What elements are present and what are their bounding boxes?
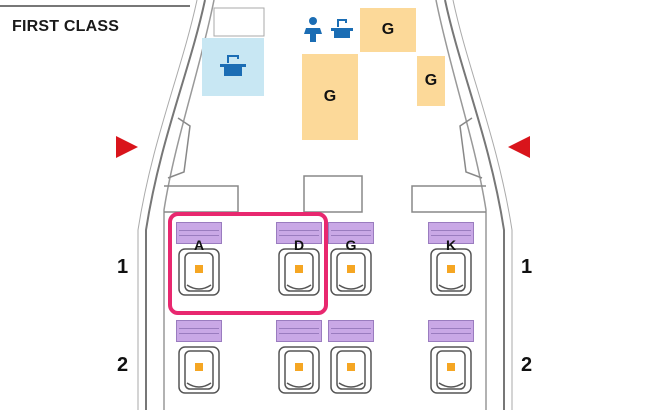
row-label-right: 1 <box>521 256 533 278</box>
exit-arrow-left-icon <box>116 136 138 158</box>
seat-selection-highlight <box>168 212 328 315</box>
seat-2a[interactable] <box>176 320 222 410</box>
seat-icon <box>178 346 220 394</box>
exit-arrow-right-icon <box>508 136 530 158</box>
sink-icon <box>220 55 246 76</box>
seat-icon <box>278 346 320 394</box>
seat-letter: K <box>445 237 457 253</box>
seat-tray <box>176 320 222 342</box>
seat-letter: A <box>193 237 205 253</box>
seat-2k[interactable] <box>428 320 474 410</box>
seat-icon <box>278 248 320 296</box>
seat-icon <box>430 346 472 394</box>
galley-top: G <box>360 8 416 52</box>
seat-icon <box>330 248 372 296</box>
seat-1g[interactable]: G <box>328 222 374 304</box>
seat-tray <box>428 320 474 342</box>
seat-tray <box>328 222 374 244</box>
galley-center: G <box>302 54 358 140</box>
seat-1a[interactable]: A <box>176 222 222 304</box>
row-label-left: 2 <box>117 354 129 376</box>
seat-tray <box>276 320 322 342</box>
row-label-left: 1 <box>117 256 129 278</box>
seat-icon <box>430 248 472 296</box>
seat-1k[interactable]: K <box>428 222 474 304</box>
seat-icon <box>178 248 220 296</box>
seat-1d[interactable]: D <box>276 222 322 304</box>
seat-letter: D <box>293 237 305 253</box>
seat-tray <box>276 222 322 244</box>
lavatory-left <box>202 38 264 96</box>
seat-tray <box>428 222 474 244</box>
baby-changing-icon <box>304 17 322 42</box>
row-label-right: 2 <box>521 354 533 376</box>
seat-2d[interactable] <box>276 320 322 410</box>
section-title: FIRST CLASS <box>12 18 120 35</box>
galley-right: G <box>417 56 445 106</box>
lavatory-center <box>300 8 358 54</box>
seat-letter: G <box>345 237 357 253</box>
seat-icon <box>330 346 372 394</box>
seat-tray <box>328 320 374 342</box>
seat-tray <box>176 222 222 244</box>
seat-2g[interactable] <box>328 320 374 410</box>
sink-icon <box>331 19 353 38</box>
